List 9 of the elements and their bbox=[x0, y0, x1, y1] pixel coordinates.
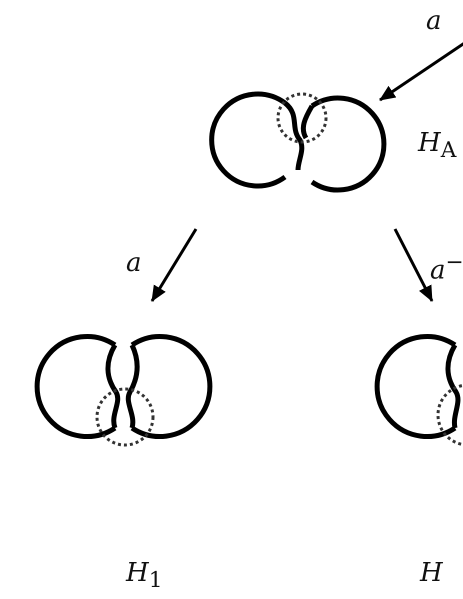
link-label: H$_{A}$ bbox=[418, 128, 456, 166]
arrow bbox=[379, 40, 463, 102]
edge-label: a bbox=[426, 6, 442, 36]
link-label: H$_{1}$ bbox=[126, 558, 162, 596]
arrow bbox=[394, 228, 434, 302]
edge-label: a$^{−}$ bbox=[430, 249, 463, 286]
arrow bbox=[150, 228, 198, 302]
edge-label: a bbox=[126, 248, 142, 278]
link-label: H bbox=[420, 558, 443, 588]
